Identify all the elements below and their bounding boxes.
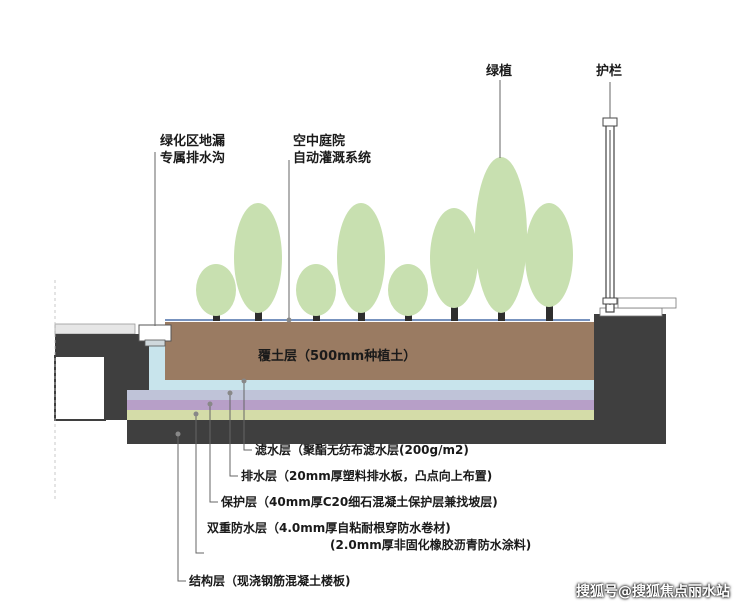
left-wall-opening	[54, 355, 106, 421]
drainage-layer-label: 排水层（20mm厚塑料排水板，凸点向上布置)	[241, 469, 493, 483]
right-paving	[617, 297, 677, 309]
railing-label: 护栏	[596, 64, 623, 79]
floor-drain-label-line2: 专属排水沟	[160, 151, 226, 166]
irrigation-label-line2: 自动灌溉系统	[293, 151, 372, 166]
leader-lines	[154, 80, 611, 582]
left-structure-beam	[55, 334, 135, 356]
right-parapet-wall	[594, 314, 666, 444]
tree	[196, 264, 236, 321]
soil-layer-label: 覆土层（500mm种植土）	[258, 349, 417, 364]
left-wall-column	[105, 356, 127, 420]
waterproof-layer-label-line2: (2.0mm厚非固化橡胶沥青防水涂料)	[330, 538, 532, 552]
left-paving-strip	[54, 323, 136, 335]
tree	[296, 264, 336, 321]
waterproof-layer-label-line1: 双重防水层（4.0mm厚自粘耐根穿防水卷材)	[207, 521, 451, 535]
floor-drain-grate	[144, 339, 166, 347]
watermark: 搜狐号@搜狐焦点丽水站	[576, 584, 730, 600]
drainage-layer	[149, 334, 594, 390]
tree	[234, 203, 282, 321]
protection-layer	[127, 390, 602, 400]
tree	[475, 157, 527, 321]
greenery-label: 绿植	[486, 64, 513, 79]
structure-slab	[127, 420, 602, 444]
tree	[430, 208, 478, 321]
trees	[196, 157, 573, 321]
soil-layer	[165, 322, 594, 380]
protection-layer-label: 保护层（40mm厚C20细石混凝土保护层兼找坡层)	[221, 495, 498, 509]
railing	[602, 117, 618, 313]
waterproof-layer-purple	[127, 400, 602, 410]
tree	[525, 203, 573, 321]
floor-drain-label-line1: 绿化区地漏	[160, 134, 226, 149]
tree	[388, 264, 428, 321]
waterproof-layer-green	[127, 410, 602, 420]
filter-layer-label: 滤水层（聚酯无纺布滤水层(200g/m2)	[255, 443, 469, 457]
structure-layer-label: 结构层（现浇钢筋混凝土楼板)	[189, 574, 351, 588]
irrigation-label-line1: 空中庭院	[293, 134, 346, 149]
leader-dots	[175, 317, 292, 437]
floor-drain-box	[138, 324, 172, 342]
tree	[337, 203, 385, 321]
